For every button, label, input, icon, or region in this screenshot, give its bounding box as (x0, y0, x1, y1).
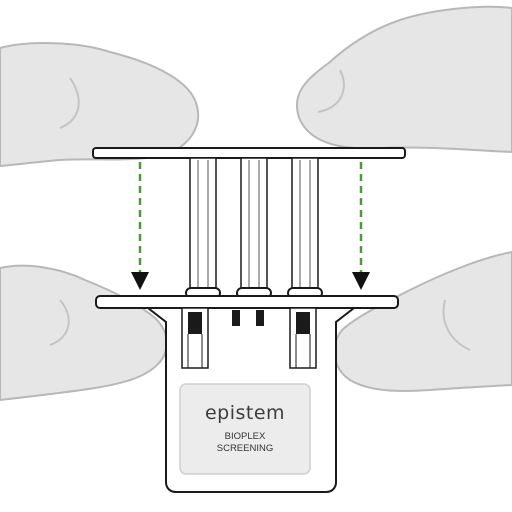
label-line-1: BIOPLEX (225, 431, 266, 442)
down-arrow-icon (352, 162, 370, 290)
label-line-2: SCREENING (217, 443, 273, 454)
cartridge-flange (95, 295, 399, 309)
plunger-plate (92, 147, 406, 159)
down-arrow-icon (131, 162, 149, 290)
right-hand-top-icon (295, 5, 512, 154)
plunger-rods (185, 157, 323, 299)
left-hand-top-icon (0, 42, 200, 168)
label-card: epistem BIOPLEX SCREENING (179, 383, 311, 475)
brand-logo: epistem (205, 402, 285, 424)
